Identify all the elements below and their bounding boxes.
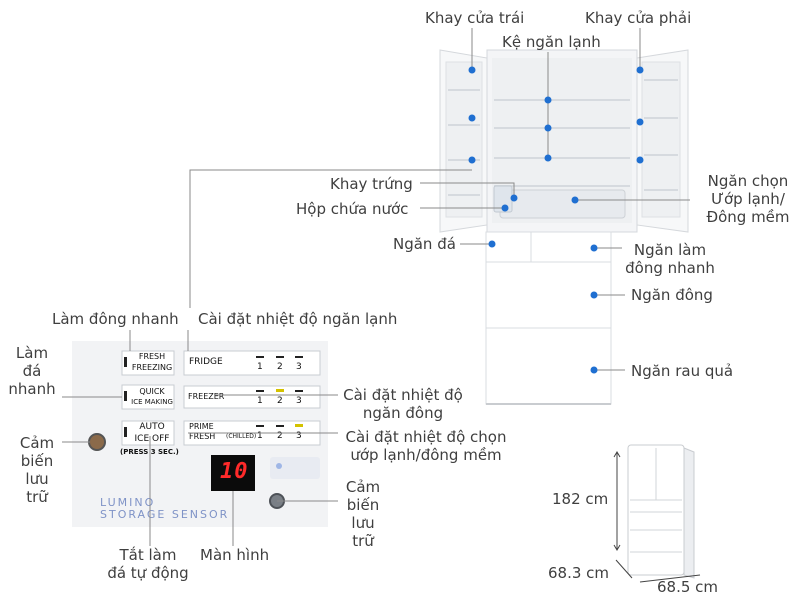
auto-ice-off-line1: AUTO — [139, 422, 165, 432]
label-freezer-temp-line1: Cài đặt nhiệt độ — [343, 386, 463, 404]
display-value: 10 — [220, 459, 249, 484]
fridge-level-1: 1 — [257, 362, 263, 372]
prime-level-1: 1 — [257, 431, 263, 441]
chilled-label: (CHILLED) — [226, 433, 257, 440]
label-storage-sensor-right-line3: lưu — [351, 514, 375, 532]
press-hint: (PRESS 3 SEC.) — [120, 448, 179, 456]
prime-fresh-button[interactable]: PRIME FRESH — [189, 422, 215, 442]
label-freezer-temp: Cài đặt nhiệt độ ngăn đông — [340, 386, 466, 422]
label-storage-sensor-left-line3: lưu — [25, 470, 49, 488]
label-storage-sensor-right-line2: biến — [346, 496, 380, 514]
label-display: Màn hình — [200, 546, 270, 564]
label-auto-ice-off: Tắt làm đá tự động — [100, 546, 196, 582]
label-storage-sensor-right-line1: Cảm — [345, 478, 381, 496]
prime-fresh-line1: PRIME — [189, 422, 214, 431]
freezer-level-2: 2 — [277, 396, 283, 406]
auto-ice-off-button[interactable]: AUTO ICE OFF — [130, 421, 174, 445]
prime-level-2: 2 — [277, 431, 283, 441]
label-quick-ice: Làm đá nhanh — [0, 344, 64, 398]
label-fridge-temp-setting: Cài đặt nhiệt độ ngăn lạnh — [198, 310, 398, 328]
fridge-level-3: 3 — [296, 362, 302, 372]
label-quick-ice-line1: Làm — [15, 344, 49, 362]
label-water-box: Hộp chứa nước — [296, 200, 409, 218]
label-storage-sensor-left: Cảm biến lưu trữ — [12, 434, 62, 506]
freezer-setting-button[interactable]: FREEZER — [188, 392, 225, 401]
label-select-compartment-line1: Ngăn chọn — [707, 172, 789, 190]
prime-level-3: 3 — [296, 431, 302, 441]
label-select-compartment: Ngăn chọn Ướp lạnh/ Đông mềm — [698, 172, 798, 226]
width-dimension-line — [615, 559, 633, 579]
brand-lumino: LUMINO — [100, 496, 156, 509]
prime-fresh-line2: FRESH — [189, 432, 216, 441]
quick-ice-line2: ICE MAKING — [131, 398, 173, 406]
quick-ice-line1: QUICK — [139, 387, 165, 396]
depth-dimension-line — [639, 574, 701, 583]
label-storage-sensor-left-line1: Cảm — [19, 434, 55, 452]
fresh-freezing-line2: FREEZING — [131, 363, 173, 372]
dimension-width: 68.3 cm — [548, 564, 610, 582]
auto-ice-off-line2: ICE OFF — [134, 434, 170, 444]
label-select-compartment-line2: Ướp lạnh/ — [711, 190, 785, 208]
label-quick-freeze-compartment-line2: đông nhanh — [625, 259, 715, 277]
brand-storage-sensor: STORAGE SENSOR — [100, 508, 230, 521]
fridge-level-2: 2 — [277, 362, 283, 372]
quick-ice-making-button[interactable]: QUICK ICE MAKING — [130, 386, 174, 408]
label-storage-sensor-left-line4: trữ — [26, 488, 48, 506]
label-right-door-tray: Khay cửa phải — [585, 9, 692, 27]
marker-dots — [468, 66, 644, 374]
label-select-temp: Cài đặt nhiệt độ chọn ướp lạnh/đông mềm — [340, 428, 512, 464]
label-quick-freeze-compartment: Ngăn làm đông nhanh — [622, 241, 718, 277]
label-auto-ice-off-line2: đá tự động — [107, 564, 189, 582]
panel-display — [211, 455, 255, 491]
label-egg-tray: Khay trứng — [330, 175, 413, 193]
label-quick-ice-line2: đá — [22, 362, 42, 380]
label-quick-freeze-compartment-line1: Ngăn làm — [633, 241, 707, 259]
label-storage-sensor-right: Cảm biến lưu trữ — [338, 478, 388, 550]
fridge-setting-button[interactable]: FRIDGE — [189, 357, 223, 367]
label-fridge-shelf: Kệ ngăn lạnh — [502, 33, 601, 51]
label-freezer-compartment: Ngăn đông — [631, 286, 713, 304]
dimension-height: 182 cm — [552, 490, 609, 508]
label-vegetable-compartment: Ngăn rau quả — [631, 362, 734, 380]
dimension-depth: 68.5 cm — [657, 578, 719, 596]
freezer-level-1: 1 — [257, 396, 263, 406]
label-left-door-tray: Khay cửa trái — [425, 9, 525, 27]
label-freezer-temp-line2: ngăn đông — [362, 404, 444, 422]
label-select-compartment-line3: Đông mềm — [706, 208, 790, 226]
label-select-temp-line2: ướp lạnh/đông mềm — [350, 446, 502, 464]
label-select-temp-line1: Cài đặt nhiệt độ chọn — [345, 428, 507, 446]
label-storage-sensor-right-line4: trữ — [352, 532, 374, 550]
fresh-freezing-line1: FRESH — [138, 352, 166, 361]
fresh-freezing-button[interactable]: FRESH FREEZING — [130, 351, 174, 373]
label-quick-freeze: Làm đông nhanh — [52, 310, 179, 328]
fridge-shelves — [494, 99, 630, 187]
freezer-level-3: 3 — [296, 396, 302, 406]
label-quick-ice-line3: nhanh — [8, 380, 56, 398]
label-storage-sensor-left-line2: biến — [20, 452, 54, 470]
label-auto-ice-off-line1: Tắt làm — [119, 546, 177, 564]
label-ice-compartment: Ngăn đá — [393, 235, 456, 253]
